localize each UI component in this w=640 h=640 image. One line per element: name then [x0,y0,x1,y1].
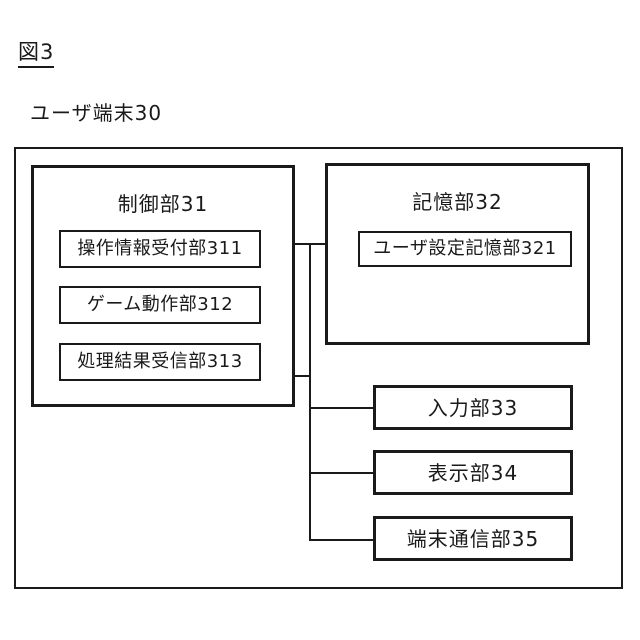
control-unit-block: 制御部31 操作情報受付部311 ゲーム動作部312 処理結果受信部313 [31,165,295,407]
input-unit-label: 入力部33 [427,395,519,420]
bus-branch-terminal-communication-unit [309,539,375,541]
bus-branch-control-unit [293,243,311,245]
figure-label: 図3 [18,42,55,68]
game-operation-label: ゲーム動作部312 [86,294,234,315]
storage-unit-title: 記憶部32 [412,190,503,214]
bus-branch-control-unit-lower [293,375,311,377]
operation-info-receiver-label: 操作情報受付部311 [77,238,243,259]
input-unit-block: 入力部33 [373,385,573,430]
display-unit-block: 表示部34 [373,450,573,495]
bus-branch-input-unit [309,407,375,409]
bus-vertical-line [309,243,311,541]
user-setting-storage-label: ユーザ設定記憶部321 [373,238,557,259]
operation-info-receiver-block: 操作情報受付部311 [59,230,261,268]
game-operation-block: ゲーム動作部312 [59,286,261,324]
bus-branch-storage-unit [309,243,327,245]
terminal-communication-unit-label: 端末通信部35 [406,526,540,551]
storage-unit-block: 記憶部32 ユーザ設定記憶部321 [325,163,590,345]
process-result-receiver-block: 処理結果受信部313 [59,343,261,381]
control-unit-title: 制御部31 [117,192,209,216]
user-terminal-frame: 制御部31 操作情報受付部311 ゲーム動作部312 処理結果受信部313 記憶… [14,147,623,589]
terminal-communication-unit-block: 端末通信部35 [373,516,573,561]
user-terminal-caption: ユーザ端末30 [30,101,163,125]
display-unit-label: 表示部34 [427,460,519,485]
process-result-receiver-label: 処理結果受信部313 [77,351,243,372]
bus-branch-display-unit [309,472,375,474]
user-setting-storage-block: ユーザ設定記憶部321 [358,231,572,267]
